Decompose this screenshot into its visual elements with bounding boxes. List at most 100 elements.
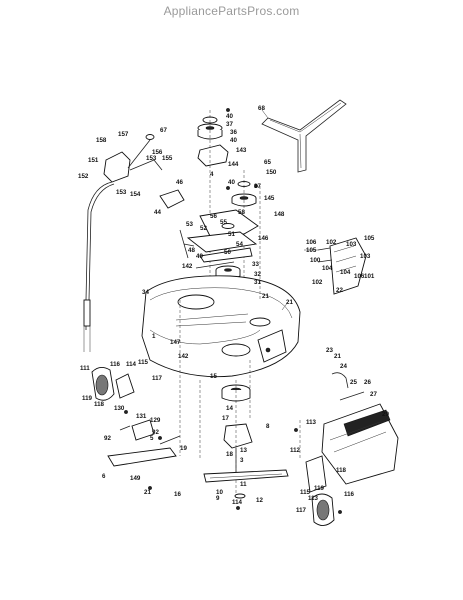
callout-label: 116 — [344, 491, 355, 498]
callout-label: 26 — [364, 379, 371, 386]
discharge-chute — [321, 372, 399, 485]
callout-label: 130 — [114, 405, 125, 412]
callout-label: 21 — [334, 353, 341, 360]
callout-label: 104 — [340, 269, 351, 276]
callout-label: 118 — [336, 467, 347, 474]
callout-label: 129 — [150, 417, 161, 424]
callout-label: 24 — [340, 363, 347, 370]
callout-label: 8 — [266, 423, 270, 430]
callout-label: 118 — [94, 401, 105, 408]
callout-label: 158 — [96, 137, 107, 144]
spindle-assembly — [221, 380, 253, 500]
callout-label: 102 — [312, 279, 323, 286]
callout-label: 102 — [326, 239, 337, 246]
callout-label: 40 — [230, 137, 237, 144]
idler-pulley-stack — [197, 110, 229, 300]
callout-label: 58 — [238, 209, 245, 216]
callout-label: 3 — [240, 457, 244, 464]
callout-label: 33 — [252, 261, 259, 268]
callout-label: 27 — [370, 391, 377, 398]
callout-label: 105 — [364, 235, 375, 242]
callout-label: 150 — [266, 169, 277, 176]
mower-blade — [203, 469, 289, 499]
callout-label: 103 — [360, 253, 371, 260]
callout-label: 142 — [178, 353, 189, 360]
lift-lever-mechanism — [83, 134, 185, 352]
callout-label: 106 — [306, 239, 317, 246]
callout-label: 34 — [142, 289, 149, 296]
callout-label: 44 — [154, 209, 161, 216]
callout-label: 31 — [254, 279, 261, 286]
callout-label: 48 — [188, 247, 195, 254]
callout-label: 92 — [152, 429, 159, 436]
callout-label: 16 — [174, 491, 181, 498]
callout-label: 101 — [364, 273, 375, 280]
callout-label: 29 — [382, 411, 389, 418]
callout-label: 111 — [80, 365, 90, 372]
callout-label: 22 — [336, 287, 343, 294]
callout-label: 155 — [162, 155, 173, 162]
callout-label: 50 — [224, 249, 231, 256]
callout-label: 4 — [210, 171, 214, 178]
callout-label: 116 — [110, 361, 121, 368]
hardware-and-leaders — [124, 108, 342, 514]
right-gauge-wheel — [305, 455, 335, 526]
callout-label: 68 — [258, 105, 265, 112]
callout-label: 15 — [210, 373, 217, 380]
callout-label: 5 — [150, 435, 154, 442]
callout-label: 115 — [300, 489, 311, 496]
callout-label: 144 — [228, 161, 239, 168]
callout-label: 40 — [228, 179, 235, 186]
callout-label: 54 — [236, 241, 243, 248]
callout-label: 67 — [160, 127, 167, 134]
deck-hanger-bracket — [107, 419, 181, 467]
callout-label: 32 — [254, 271, 261, 278]
callout-label: 148 — [274, 211, 285, 218]
callout-label: 11 — [240, 481, 247, 488]
callout-label: 37 — [254, 183, 261, 190]
callout-label: 149 — [130, 475, 141, 482]
callout-label: 142 — [182, 263, 193, 270]
discharge-baffle — [304, 237, 367, 295]
callout-label: 105 — [306, 247, 317, 254]
callout-label: 157 — [118, 131, 129, 138]
callout-label: 55 — [220, 219, 227, 226]
callout-label: 21 — [262, 293, 269, 300]
callout-label: 21 — [286, 299, 293, 306]
callout-label: 100 — [310, 257, 321, 264]
watermark-text: AppliancePartsPros.com — [163, 4, 300, 18]
callout-label: 65 — [264, 159, 271, 166]
callout-label: 14 — [226, 405, 233, 412]
callout-label: 145 — [264, 195, 275, 202]
callout-label: 9 — [216, 495, 220, 502]
callout-label: 119 — [82, 395, 93, 402]
callout-label: 153 — [146, 155, 157, 162]
callout-label: 46 — [176, 179, 183, 186]
callout-label: 154 — [130, 191, 141, 198]
callout-label: 147 — [170, 339, 181, 346]
callout-label: 13 — [240, 447, 247, 454]
callout-label: 37 — [226, 121, 233, 128]
callout-label: 12 — [256, 497, 263, 504]
callout-label: 117 — [152, 375, 163, 382]
callout-label: 10 — [216, 489, 223, 496]
left-gauge-wheel — [91, 367, 135, 401]
v-belt-drawing — [261, 99, 347, 173]
callout-label: 153 — [116, 189, 127, 196]
callout-label: 115 — [138, 359, 149, 366]
callout-label: 114 — [126, 361, 137, 368]
callout-label: 36 — [230, 129, 237, 136]
callout-label: 21 — [144, 489, 151, 496]
callout-label: 151 — [88, 157, 99, 164]
callout-label: 18 — [226, 451, 233, 458]
callout-label: 25 — [350, 379, 357, 386]
callout-label: 117 — [296, 507, 307, 514]
callout-label: 112 — [290, 447, 301, 454]
callout-label: 1 — [152, 333, 156, 340]
callout-label: 119 — [314, 485, 325, 492]
callout-label: 40 — [226, 113, 233, 120]
callout-label: 49 — [196, 253, 203, 260]
callout-label: 152 — [78, 173, 89, 180]
callout-label: 106 — [354, 273, 365, 280]
